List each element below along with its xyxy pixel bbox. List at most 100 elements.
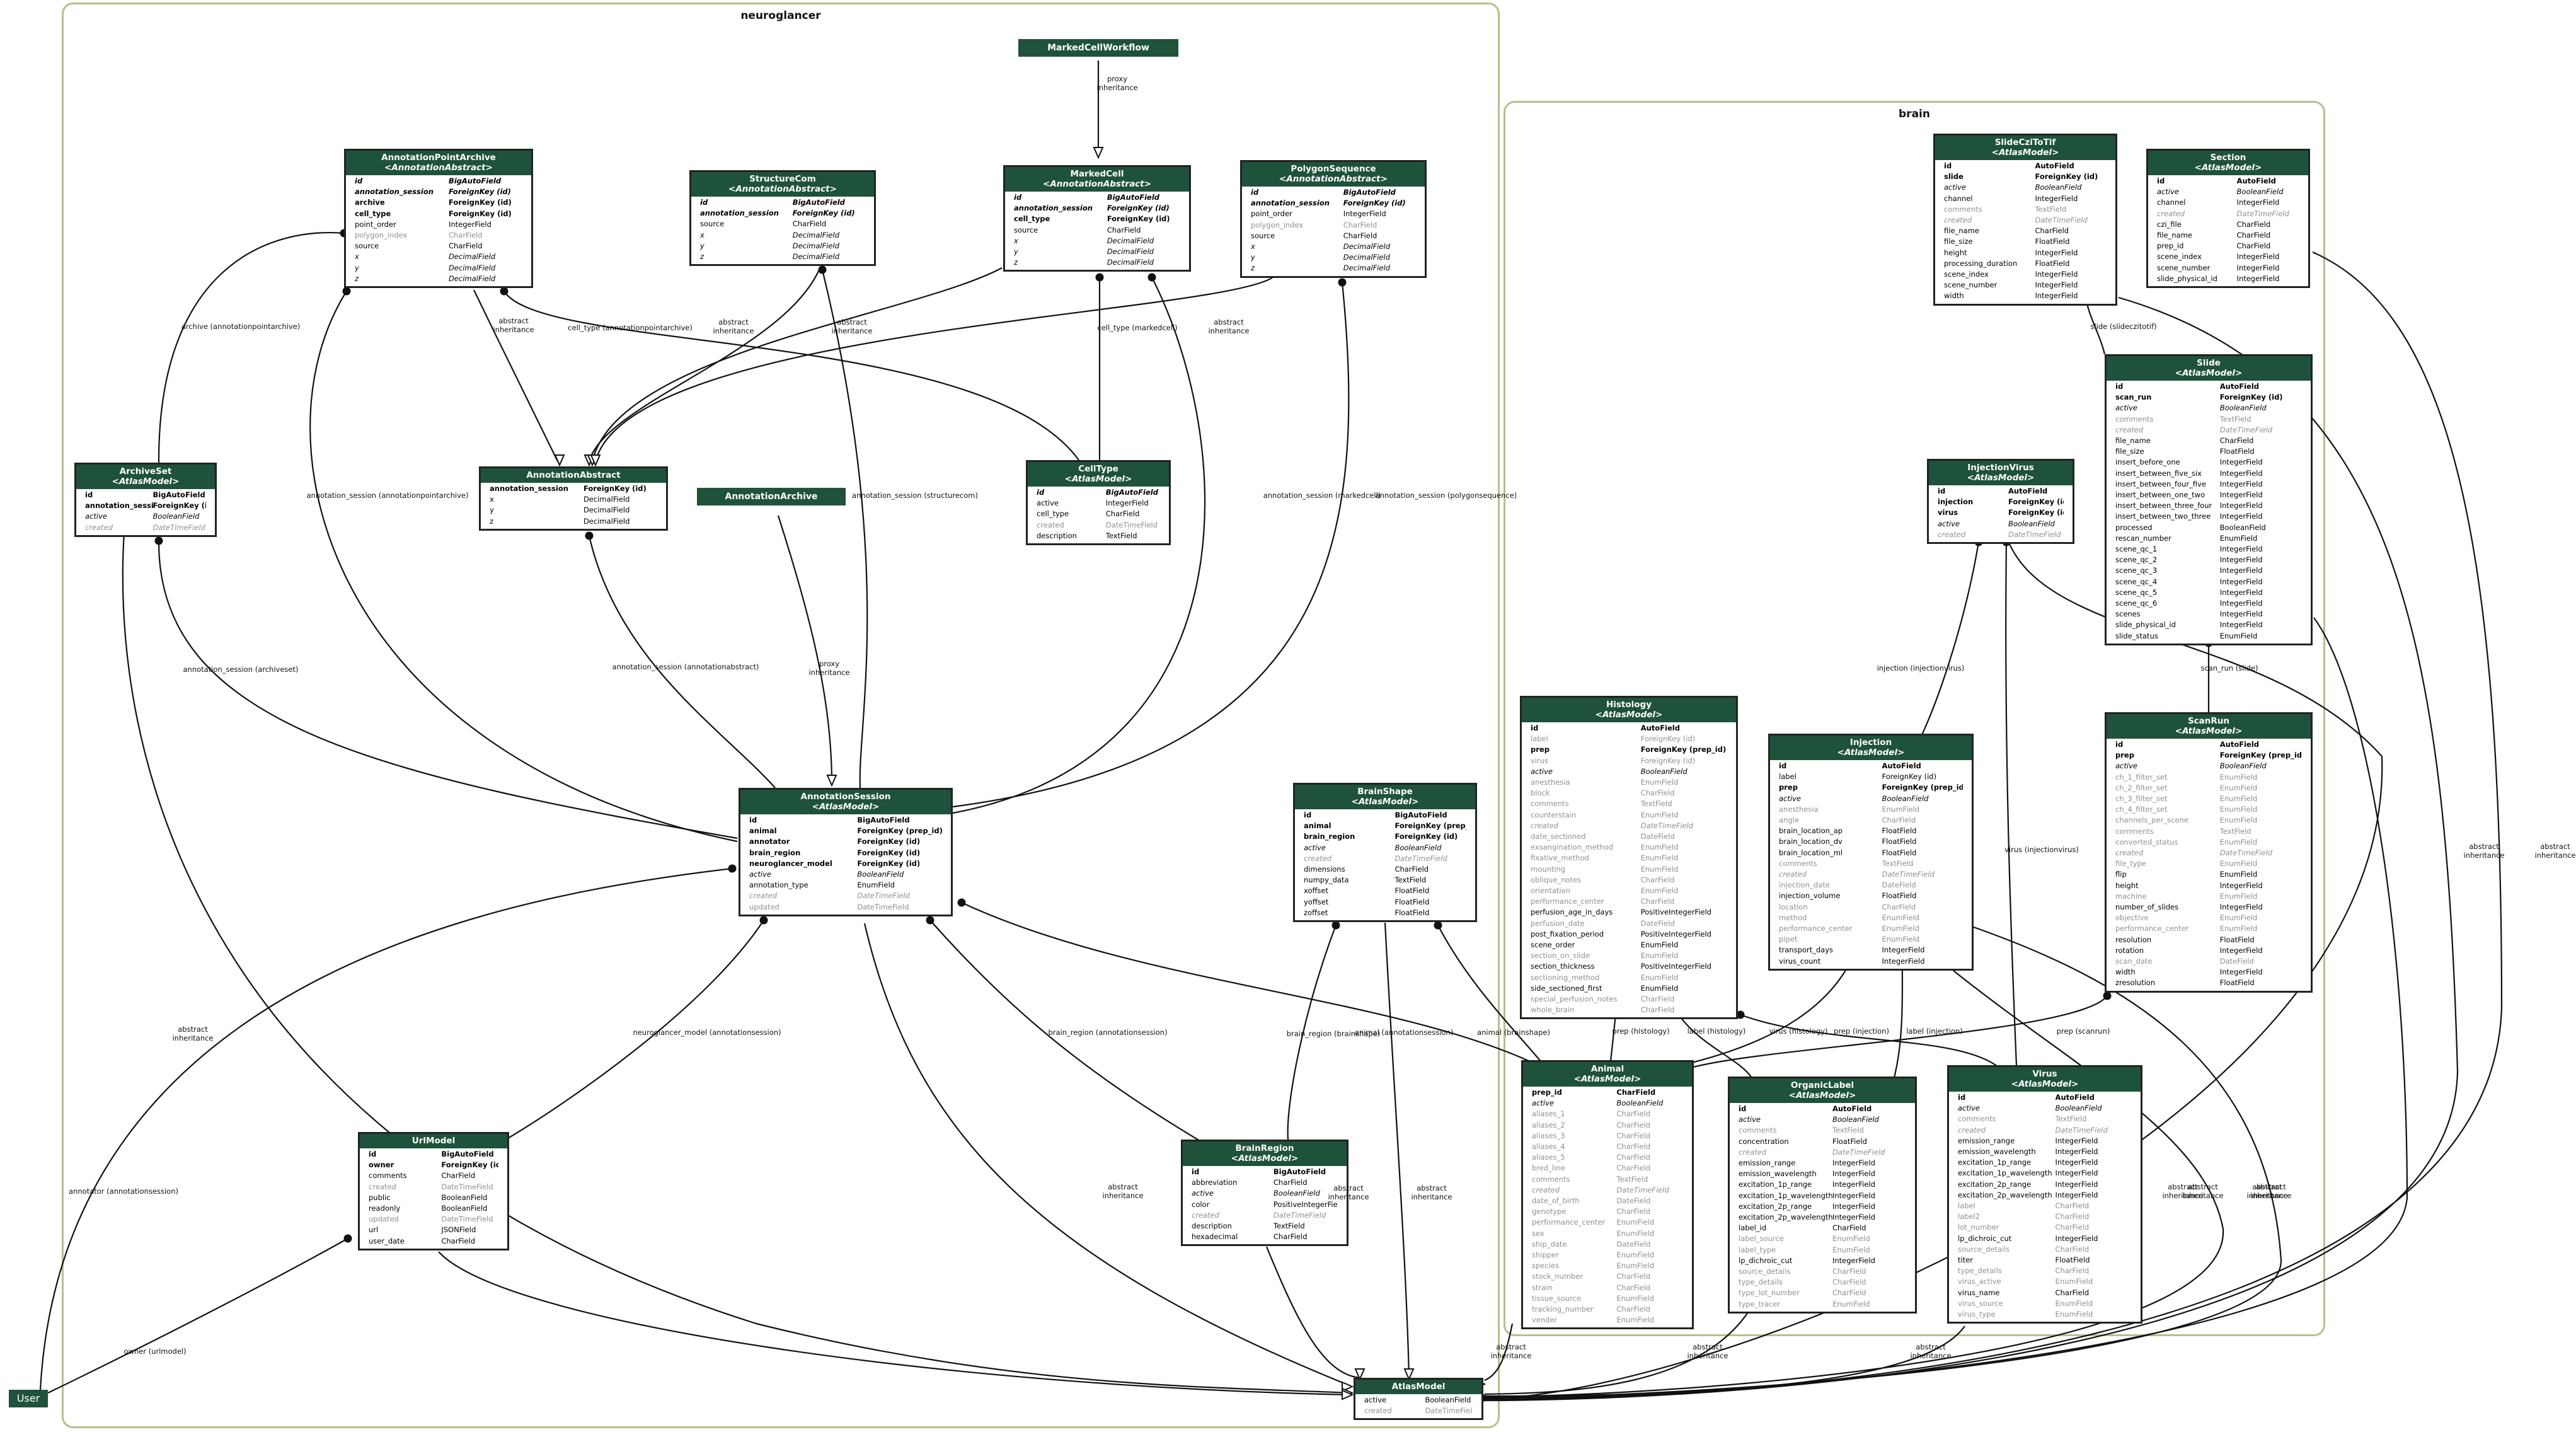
- model-annotationarchive[interactable]: AnnotationArchive: [697, 488, 846, 505]
- field-name: active: [1779, 794, 1801, 803]
- field-name: archive: [355, 198, 385, 207]
- model-stereotype: <AtlasModel>: [1573, 1074, 1642, 1084]
- edge-23: [122, 470, 1353, 1394]
- edge-37: [1484, 1323, 1514, 1382]
- field-type: DateTimeField: [2055, 1125, 2108, 1135]
- field-name: active: [2115, 761, 2137, 771]
- field-name: width: [1944, 291, 1964, 301]
- model-title: BrainRegion: [1235, 1143, 1294, 1153]
- user-node[interactable]: User: [9, 1390, 48, 1407]
- model-markedcellworkflow[interactable]: MarkedCellWorkflow: [1018, 39, 1178, 57]
- model-title: UrlModel: [411, 1136, 456, 1146]
- field-type: BooleanField: [857, 870, 904, 879]
- field-name: injection: [1938, 497, 1974, 507]
- field-type: ForeignKey (id): [2008, 497, 2064, 507]
- inheritance-arrowhead: [554, 454, 565, 467]
- field-name: injection_date: [1779, 881, 1830, 890]
- field-type: BooleanField: [2219, 761, 2267, 771]
- field-type: IntegerField: [2219, 945, 2263, 955]
- field-name: section_on_slide: [1531, 951, 1590, 961]
- model-annotationpointarchive[interactable]: AnnotationPointArchive<AnnotationAbstrac…: [344, 149, 533, 289]
- field-type: EnumField: [2219, 783, 2258, 792]
- field-name: color: [1192, 1199, 1210, 1209]
- field-type: ForeignKey (id): [792, 209, 855, 218]
- field-name: cell_type: [1014, 214, 1050, 224]
- field-type: IntegerField: [2035, 291, 2078, 301]
- edge-4: [588, 269, 820, 462]
- field-name: tracking_number: [1532, 1305, 1594, 1314]
- field-name: annotation_session: [490, 484, 568, 493]
- model-header: MarkedCell<AnnotationAbstract>: [1005, 167, 1189, 192]
- field-type: TextField: [2219, 414, 2251, 424]
- model-stereotype: <AtlasModel>: [2175, 368, 2243, 378]
- field-name: comments: [1531, 799, 1569, 809]
- field-type: EnumField: [2055, 1277, 2093, 1286]
- field-type: IntegerField: [2219, 479, 2263, 488]
- field-type: EnumField: [1832, 1245, 1870, 1254]
- field-name: scenes: [2115, 609, 2141, 619]
- edge-label: prep (histology): [1612, 1027, 1670, 1036]
- field-type: IntegerField: [2219, 545, 2263, 554]
- fk-dot: [926, 916, 934, 925]
- field-type: EnumField: [1640, 778, 1679, 787]
- field-type: EnumField: [2219, 794, 2258, 804]
- edge-label: abstract inheritance: [2534, 842, 2576, 860]
- field-type: TextField: [1394, 875, 1427, 885]
- field-type: BooleanField: [1640, 766, 1688, 776]
- model-title: Injection: [1849, 737, 1892, 748]
- field-type: FloatField: [1832, 1136, 1867, 1146]
- field-name: aliases_1: [1532, 1109, 1565, 1119]
- field-type: DateTimeField: [2035, 216, 2088, 225]
- field-name: comments: [1958, 1114, 1996, 1124]
- field-name: hexadecimal: [1192, 1232, 1238, 1242]
- field-type: BigAutoField: [441, 1150, 494, 1158]
- field-type: TextField: [1616, 1174, 1648, 1184]
- field-name: z: [1251, 263, 1255, 273]
- field-name: created: [2115, 848, 2144, 858]
- field-name: source: [700, 219, 725, 229]
- model-title: ScanRun: [2187, 716, 2230, 726]
- model-header: Animal<AtlasModel>: [1523, 1062, 1692, 1087]
